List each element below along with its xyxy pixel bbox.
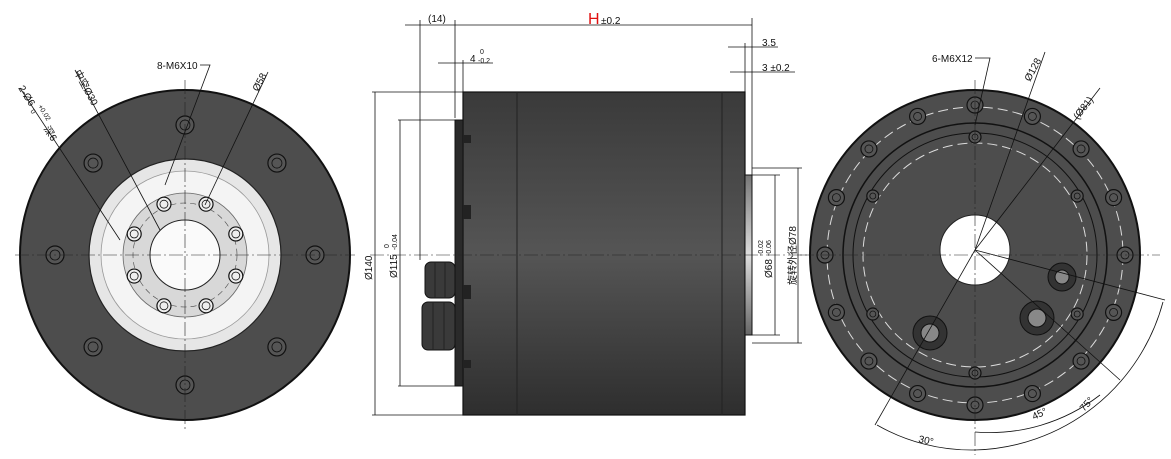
svg-text:Ø68: Ø68 xyxy=(764,259,775,278)
dim-128: Ø128 xyxy=(1023,56,1044,83)
bolt-head-icon xyxy=(159,301,169,311)
dim-14: (14) xyxy=(428,14,446,25)
bolt-head-icon xyxy=(271,341,283,353)
bolt-hole-icon xyxy=(1072,140,1090,158)
dim-4-tol-upper: 0 xyxy=(480,49,484,56)
front-inner-bolts xyxy=(126,196,244,314)
bolt-hole-icon xyxy=(1070,307,1084,321)
svg-text:2-Ø6: 2-Ø6 xyxy=(15,84,36,109)
bolt-hole-icon xyxy=(866,189,880,203)
bolt-hole-icon xyxy=(228,268,244,284)
bolt-head-icon xyxy=(913,112,922,121)
dim-3: 3 ±0.2 xyxy=(762,63,790,74)
dim-68: Ø68 -0.02 -0.06 xyxy=(758,240,775,278)
front-pin-callout: 2-Ø6 +0.02 0 深6 xyxy=(15,84,60,144)
bolt-head-icon xyxy=(87,157,99,169)
bolt-head-icon xyxy=(869,310,877,318)
bolt-head-icon xyxy=(1109,308,1118,317)
bolt-head-icon xyxy=(1028,112,1037,121)
bolt-head-icon xyxy=(913,389,922,398)
bolt-head-icon xyxy=(129,229,139,239)
svg-text:-0.02: -0.02 xyxy=(758,240,765,256)
bolt-hole-icon xyxy=(198,298,214,314)
bolt-head-icon xyxy=(1028,389,1037,398)
bolt-head-icon xyxy=(87,341,99,353)
bolt-hole-icon xyxy=(908,107,927,126)
bolt-hole-icon xyxy=(1070,189,1084,203)
rear-connector-3 xyxy=(912,315,948,351)
bolt-hole-icon xyxy=(860,140,878,158)
bolt-head-icon xyxy=(231,229,241,239)
cable-gland-bottom xyxy=(421,301,456,351)
bolt-head-icon xyxy=(1073,192,1081,200)
bolt-hole-icon xyxy=(126,226,142,242)
bolt-hole-icon xyxy=(198,196,214,212)
dim-81: (Ø81) xyxy=(1072,95,1096,122)
bolt-head-icon xyxy=(864,144,874,154)
bolt-hole-icon xyxy=(1072,352,1090,370)
svg-text:深6: 深6 xyxy=(41,124,60,144)
bolt-hole-icon xyxy=(156,196,172,212)
rear-connector-1 xyxy=(1047,262,1077,292)
bolt-head-icon xyxy=(159,199,169,209)
bolt-head-icon xyxy=(201,301,211,311)
cable-gland-top xyxy=(424,261,456,299)
bolt-hole-icon xyxy=(83,153,103,173)
svg-text:Ø115: Ø115 xyxy=(389,254,400,278)
bolt-head-icon xyxy=(1076,144,1086,154)
dim-78: 旋转外径Ø78 xyxy=(786,226,799,285)
bolt-hole-icon xyxy=(267,153,287,173)
bolt-hole-icon xyxy=(267,337,287,357)
bolt-hole-icon xyxy=(83,337,103,357)
angle-75: 75° xyxy=(1078,395,1096,414)
bolt-head-icon xyxy=(832,308,841,317)
bolt-head-icon xyxy=(869,192,877,200)
bolt-head-icon xyxy=(832,193,841,202)
dim-h-symbol: H xyxy=(588,11,600,28)
bolt-hole-icon xyxy=(1023,384,1042,403)
front-bolt-callout: 8-M6X10 xyxy=(157,61,198,72)
bolt-hole-icon xyxy=(860,352,878,370)
bolt-hole-icon xyxy=(908,384,927,403)
front-hollow-callout: 中空Ø30 xyxy=(71,67,101,108)
side-flange xyxy=(454,119,464,387)
dim-140: Ø140 xyxy=(364,255,375,280)
bolt-head-icon xyxy=(864,356,874,366)
bolt-head-icon xyxy=(1109,193,1118,202)
bolt-head-icon xyxy=(129,271,139,281)
side-body xyxy=(462,91,746,416)
bolt-hole-icon xyxy=(827,303,846,322)
angle-30: 30° xyxy=(917,434,934,448)
bolt-hole-icon xyxy=(1104,303,1123,322)
dim-h-tolerance: ±0.2 xyxy=(601,16,621,27)
bolt-hole-icon xyxy=(156,298,172,314)
dim-3-5: 3.5 xyxy=(762,38,776,49)
svg-text:-0.04: -0.04 xyxy=(392,234,399,250)
bolt-head-icon xyxy=(1076,356,1086,366)
rear-connector-2 xyxy=(1019,300,1055,336)
side-view: (14) H ±0.2 4 0 -0.2 3.5 3 ±0.2 Ø140 Ø11… xyxy=(364,11,810,416)
dim-4: 4 xyxy=(470,54,476,65)
svg-text:0: 0 xyxy=(384,244,391,248)
dim-115: Ø115 0 -0.04 xyxy=(384,234,400,278)
rear-view: 6-M6X12 Ø128 (Ø81) 30° 45° 75° xyxy=(800,51,1166,455)
bolt-head-icon xyxy=(271,157,283,169)
bolt-hole-icon xyxy=(1023,107,1042,126)
svg-text:-0.06: -0.06 xyxy=(766,240,773,256)
bolt-hole-icon xyxy=(228,226,244,242)
front-view: 8-M6X10 中空Ø30 2-Ø6 +0.02 0 深6 Ø58 xyxy=(15,61,355,430)
bolt-head-icon xyxy=(201,199,211,209)
svg-text:+0.02: +0.02 xyxy=(36,104,51,123)
bolt-hole-icon xyxy=(1104,188,1123,207)
rear-bolt-callout: 6-M6X12 xyxy=(932,54,973,65)
bolt-head-icon xyxy=(231,271,241,281)
bolt-head-icon xyxy=(1073,310,1081,318)
bolt-hole-icon xyxy=(866,307,880,321)
bolt-hole-icon xyxy=(126,268,142,284)
dim-4-tol-lower: -0.2 xyxy=(478,58,490,65)
bolt-hole-icon xyxy=(827,188,846,207)
svg-text:0: 0 xyxy=(28,108,36,115)
